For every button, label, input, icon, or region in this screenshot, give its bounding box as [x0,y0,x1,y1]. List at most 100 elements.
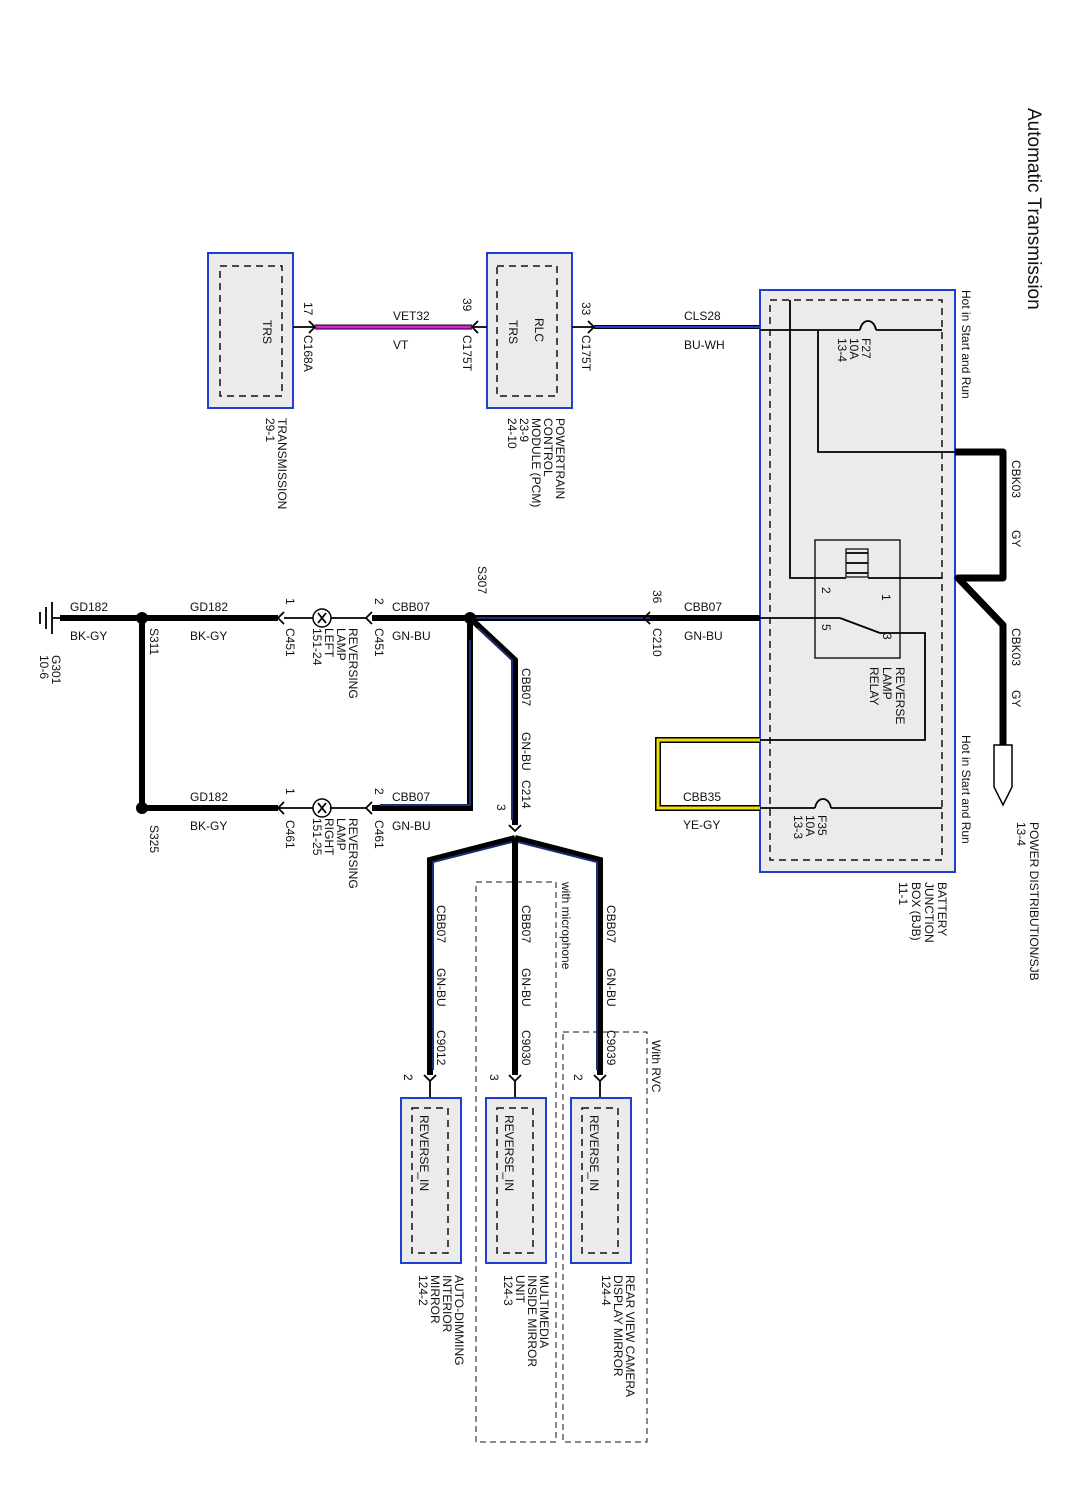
power-distribution-connector-icon [993,744,1013,807]
c214-name: C214 [519,780,533,809]
cbb07-rear-view-stripe [517,841,598,1070]
cbk03-code-bottom: CBK03 [1009,628,1023,666]
svg-text:RELAY: RELAY [867,667,881,705]
cbb07-rv-code: CBB07 [604,905,618,943]
svg-text:13-3: 13-3 [791,815,805,839]
svg-text:RIGHT: RIGHT [322,818,336,856]
fuse-f35-icon [814,798,832,809]
cbk03-wire [954,448,1007,745]
with-rvc-label: With RVC [649,1040,663,1093]
rear-view-mirror-label: REAR VIEW CAMERA DISPLAY MIRROR 124-4 [599,1275,637,1397]
c451-1-name: C451 [283,628,297,657]
c210-name: C210 [650,628,664,657]
cbb07-left-color: GN-BU [392,629,431,643]
c175t-33-connector-icon [572,320,596,334]
with-microphone-label: with microphone [559,881,573,970]
gd182-ground-color: BK-GY [70,629,107,643]
relay-pin-5: 5 [819,624,833,631]
c9012-name: C9012 [434,1030,448,1066]
c461-1-pin: 1 [283,788,297,795]
cbb35-code: CBB35 [683,790,721,804]
c451-2-name: C451 [372,628,386,657]
svg-text:UNIT: UNIT [513,1275,527,1304]
auto-dimming-reverse-in: REVERSE_IN [417,1115,431,1191]
c9039-name: C9039 [604,1030,618,1066]
svg-text:11-1: 11-1 [896,882,910,905]
pcm-box [486,252,573,409]
relay-label: REVERSE LAMP RELAY [867,667,907,724]
lamp-right-filament [317,802,327,814]
lamp-left-filament [317,612,327,624]
svg-text:JUNCTION: JUNCTION [922,882,936,943]
cbb07-mm-code: CBB07 [519,905,533,943]
vet32-color: VT [393,338,409,352]
svg-text:BATTERY: BATTERY [935,882,949,936]
svg-text:CONTROL: CONTROL [541,418,555,477]
transmission-inner-border [219,265,283,397]
c461-1-name: C461 [283,820,297,849]
svg-text:LAMP: LAMP [334,628,348,661]
c214-pin: 3 [494,804,508,811]
cls28-code: CLS28 [684,309,721,323]
c461-2-pin: 2 [372,788,386,795]
c9030-name: C9030 [519,1030,533,1066]
gd182-bottom-color: BK-GY [190,819,227,833]
svg-text:F27: F27 [859,338,873,359]
fuse-f27-label: F27 10A 13-4 [835,338,873,362]
diagram-title: Automatic Transmission [1023,108,1044,310]
cbb35-wire [656,738,760,810]
c461-1-connector-icon [276,801,313,815]
cbb07-c214-stripe [477,627,513,820]
cbb07-right-code: CBB07 [392,790,430,804]
rear-view-mirror-box [570,1097,632,1264]
svg-text:10A: 10A [847,338,861,359]
rear-view-inner-border [581,1107,619,1254]
c451-2-pin: 2 [372,598,386,605]
c461-2-connector-icon [330,801,373,815]
with-rvc-option-box [562,1031,648,1443]
svg-text:23-9: 23-9 [517,418,531,442]
c175t-33-name: C175T [579,335,593,372]
pcm-pin-rlc: RLC [532,318,546,342]
svg-text:REAR VIEW CAMERA: REAR VIEW CAMERA [623,1275,637,1397]
c461-2-name: C461 [372,820,386,849]
bjb-outline [759,289,956,873]
bjb-inner-border [769,299,943,861]
cbb07-left-code: CBB07 [392,600,430,614]
svg-text:MULTIMEDIA: MULTIMEDIA [537,1275,551,1348]
c210-pin: 36 [650,590,664,604]
splice-s307-label: S307 [475,566,489,594]
reversing-lamp-right-label: REVERSING LAMP RIGHT 151-25 [310,818,360,889]
cbb07-ad-code: CBB07 [434,905,448,943]
transmission-label: TRANSMISSION 29-1 [263,418,289,509]
c9030-pin: 3 [487,1074,501,1081]
cls28-color: BU-WH [684,338,725,352]
c9012-pin: 2 [401,1074,415,1081]
cbb07-rear-view-wire [514,835,603,1075]
ground-g301-label: G301 10-6 [37,655,63,685]
c175t-39-connector-icon [470,320,487,334]
relay-pin3-wire [760,632,926,741]
c168a-connector-icon [293,320,317,334]
c9012-connector-icon [423,1074,437,1100]
hot-label-bottom: Hot in Start and Run [959,735,973,844]
svg-text:151-24: 151-24 [310,628,324,666]
svg-text:124-2: 124-2 [416,1275,430,1306]
cbb07-c214-wire [467,615,518,825]
reversing-lamp-left-label: REVERSING LAMP LEFT 151-24 [310,628,360,699]
cbk03-color-bottom: GY [1009,690,1023,707]
svg-text:LEFT: LEFT [322,628,336,658]
svg-text:TRANSMISSION: TRANSMISSION [275,418,289,509]
gd182-top-code: GD182 [190,600,228,614]
svg-text:G301: G301 [49,655,63,685]
cbb07-c214-color: GN-BU [519,732,533,771]
relay-pin-2: 2 [819,587,833,594]
cbk03-color-top: GY [1009,530,1023,547]
c175t-39-name: C175T [460,335,474,372]
c451-1-pin: 1 [283,598,297,605]
c451-2-connector-icon [330,611,373,625]
ground-g301-icon [39,602,60,634]
cbb07-auto-dimming-stripe [432,841,513,1070]
vet32-code: VET32 [393,309,430,323]
fuse-f35-label: F35 10A 13-3 [791,815,829,839]
